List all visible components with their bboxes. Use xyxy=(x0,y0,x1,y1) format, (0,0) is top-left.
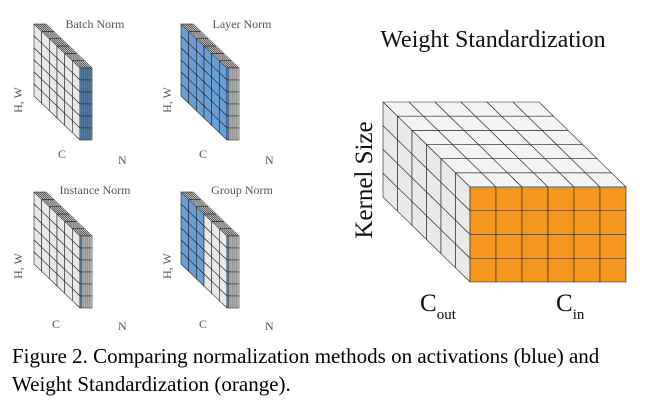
ws-kernel-size-label: Kernel Size xyxy=(351,121,378,238)
front-cell xyxy=(599,257,627,283)
front-cell xyxy=(89,283,93,297)
batch-norm-cube xyxy=(33,23,93,141)
front-cell xyxy=(236,115,240,129)
front-cell xyxy=(573,210,601,235)
front-cell xyxy=(521,210,549,235)
front-cell xyxy=(573,234,601,259)
front-cell xyxy=(89,259,93,273)
front-cell xyxy=(469,186,497,212)
front-cell xyxy=(236,127,240,141)
front-cell xyxy=(89,235,93,249)
instance-norm-n-label: N xyxy=(118,319,127,333)
front-cell xyxy=(89,295,93,309)
front-cell xyxy=(89,67,93,81)
instance-norm-c-label: C xyxy=(52,317,60,331)
front-cell xyxy=(89,271,93,285)
group-norm-c-label: C xyxy=(199,317,207,331)
layer-norm-title: Layer Norm xyxy=(213,17,273,31)
ws-cin-label: Cin xyxy=(556,290,585,323)
front-cell xyxy=(236,247,240,261)
front-cell xyxy=(547,234,575,259)
instance-norm-ylabel: H, W xyxy=(11,252,25,278)
group-norm-panel: Group Norm H, W C N xyxy=(160,183,274,333)
top-cell xyxy=(512,101,554,117)
front-cell xyxy=(495,234,523,259)
batch-norm-panel: Batch Norm H, W C N xyxy=(11,17,127,167)
top-cell xyxy=(190,23,201,32)
ws-title: Weight Standardization xyxy=(380,27,605,53)
front-cell xyxy=(599,210,627,235)
front-cell xyxy=(547,210,575,235)
front-cell xyxy=(573,257,601,283)
front-cell xyxy=(236,91,240,105)
ws-cout-label: Cout xyxy=(420,290,457,323)
weight-standardization-box xyxy=(382,101,627,283)
instance-norm-title: Instance Norm xyxy=(60,183,132,197)
batch-norm-ylabel: H, W xyxy=(11,86,25,112)
batch-norm-c-label: C xyxy=(58,147,66,161)
top-cell xyxy=(43,23,54,32)
front-cell xyxy=(573,186,601,212)
layer-norm-cube xyxy=(180,23,240,141)
front-cell xyxy=(495,257,523,283)
front-cell xyxy=(521,234,549,259)
front-cell xyxy=(495,210,523,235)
front-cell xyxy=(236,295,240,309)
figure-caption: Figure 2. Comparing normalization method… xyxy=(12,344,600,396)
instance-norm-cube xyxy=(33,191,93,309)
front-cell xyxy=(89,103,93,117)
group-norm-n-label: N xyxy=(265,319,274,333)
batch-norm-n-label: N xyxy=(118,153,127,167)
layer-norm-n-label: N xyxy=(265,153,274,167)
front-cell xyxy=(521,186,549,212)
top-cell xyxy=(190,191,201,200)
front-cell xyxy=(89,79,93,93)
front-cell xyxy=(89,115,93,129)
front-cell xyxy=(89,91,93,105)
front-cell xyxy=(469,257,497,283)
front-cell xyxy=(469,234,497,259)
top-cell xyxy=(43,191,54,200)
layer-norm-c-label: C xyxy=(199,147,207,161)
layer-norm-panel: Layer Norm H, W C N xyxy=(160,17,274,167)
front-cell xyxy=(236,67,240,81)
front-cell xyxy=(236,259,240,273)
front-cell xyxy=(547,257,575,283)
front-cell xyxy=(599,186,627,212)
front-cell xyxy=(236,283,240,297)
front-cell xyxy=(236,271,240,285)
instance-norm-panel: Instance Norm H, W C N xyxy=(11,183,131,333)
front-cell xyxy=(236,103,240,117)
front-cell xyxy=(89,247,93,261)
group-norm-title: Group Norm xyxy=(211,183,273,197)
layer-norm-ylabel: H, W xyxy=(160,86,174,112)
front-cell xyxy=(521,257,549,283)
group-norm-cube xyxy=(180,191,240,309)
batch-norm-title: Batch Norm xyxy=(66,17,126,31)
front-cell xyxy=(236,235,240,249)
weight-standardization-panel: Weight Standardization Kernel Size Cout … xyxy=(351,27,627,323)
front-cell xyxy=(469,210,497,235)
front-cell xyxy=(547,186,575,212)
group-norm-ylabel: H, W xyxy=(160,252,174,278)
front-cell xyxy=(236,79,240,93)
figure-diagram: Batch Norm H, W C N Layer Norm H, W C N … xyxy=(11,17,627,333)
front-cell xyxy=(89,127,93,141)
front-cell xyxy=(495,186,523,212)
front-cell xyxy=(599,234,627,259)
